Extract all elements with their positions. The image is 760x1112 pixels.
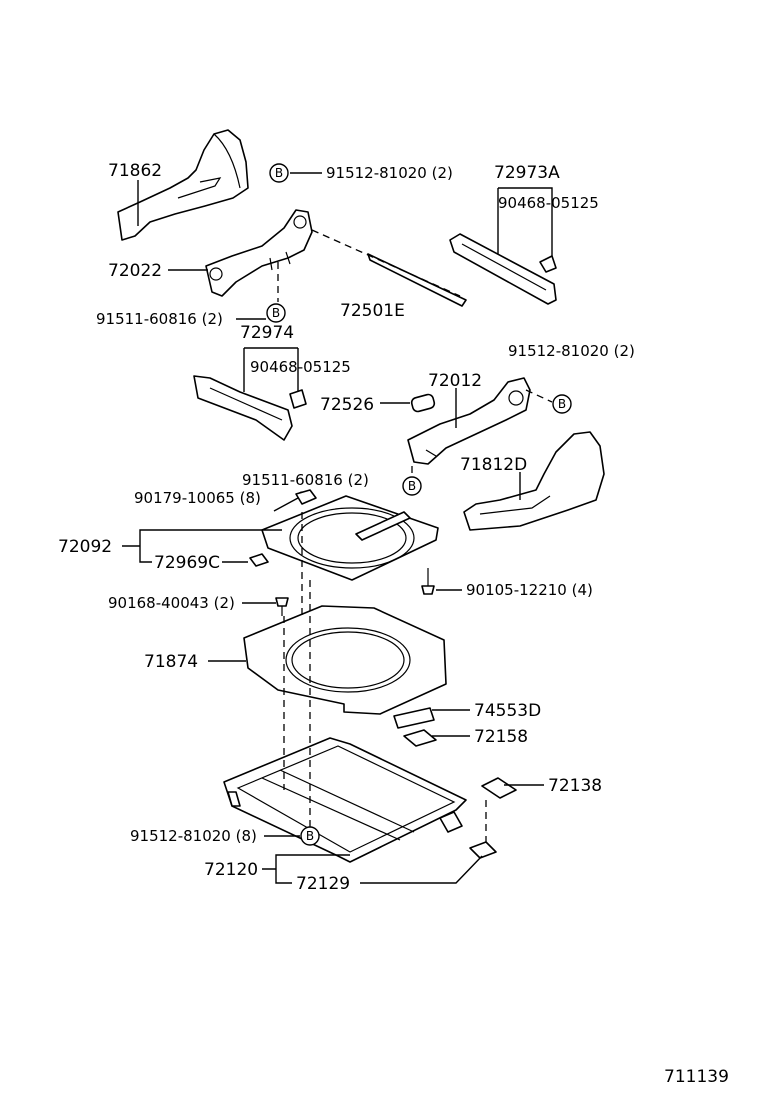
label-90105-12210-4: 90105-12210 (4) [466,581,593,599]
svg-text:B: B [275,166,283,180]
label-91512-81020-2-top: 91512-81020 (2) [326,164,453,182]
label-90168-40043-2: 90168-40043 (2) [108,594,235,612]
label-72138: 72138 [548,776,602,796]
label-91512-81020-8: 91512-81020 (8) [130,827,257,845]
label-72092: 72092 [58,537,112,557]
label-72158: 72158 [474,727,528,747]
label-72129: 72129 [296,874,350,894]
svg-text:B: B [272,306,280,320]
label-71812D: 71812D [460,455,527,475]
nut-90179-10065-drawing [295,489,317,505]
diagram-code: 711139 [664,1067,729,1087]
ref-marker-b-3: B [552,394,572,414]
part-72526-drawing [410,393,436,413]
part-72022-drawing [205,209,313,297]
bolt-90105-12210-drawing [421,568,435,595]
label-72120: 72120 [204,860,258,880]
label-72022: 72022 [108,261,162,281]
label-74553D: 74553D [474,701,541,721]
part-labels: 71862 91512-81020 (2) 72973A 90468-05125… [58,161,729,1087]
leader-lines [122,172,553,884]
part-72973A-drawing [449,233,557,305]
part-72129-drawing [469,841,497,859]
label-90468-05125-top: 90468-05125 [498,194,599,212]
part-72969C-drawing [249,553,269,567]
label-72501E: 72501E [340,301,405,321]
ref-marker-b-2: B [266,303,286,323]
ref-marker-b-4: B [402,476,422,496]
part-71862-drawing [117,129,249,241]
label-72012: 72012 [428,371,482,391]
ref-marker-b-1: B [269,163,289,183]
part-72092-drawing [261,491,439,581]
label-91511-60816-2-left: 91511-60816 (2) [96,310,223,328]
bolt-90168-40043-drawing [275,597,289,616]
label-90468-05125-mid: 90468-05125 [250,358,351,376]
part-74553D-drawing [393,707,435,729]
svg-text:B: B [558,397,566,411]
part-71812D-drawing [463,431,605,531]
label-71874: 71874 [144,652,198,672]
part-72120-drawing [223,737,467,863]
svg-text:B: B [408,479,416,493]
part-72012-drawing [407,377,531,465]
label-72973A: 72973A [494,163,560,183]
label-72526: 72526 [320,395,374,415]
ref-marker-b-5: B [300,826,320,846]
part-71874-drawing [243,605,447,715]
part-72138-drawing [481,777,517,799]
label-91512-81020-2-right: 91512-81020 (2) [508,342,635,360]
part-72974-drawing [193,375,307,441]
part-72158-drawing [403,729,437,747]
label-72969C: 72969C [154,553,220,573]
svg-text:B: B [306,829,314,843]
label-90179-10065-8: 90179-10065 (8) [134,489,261,507]
label-72974: 72974 [240,323,294,343]
label-71862: 71862 [108,161,162,181]
label-91511-60816-2-mid: 91511-60816 (2) [242,471,369,489]
